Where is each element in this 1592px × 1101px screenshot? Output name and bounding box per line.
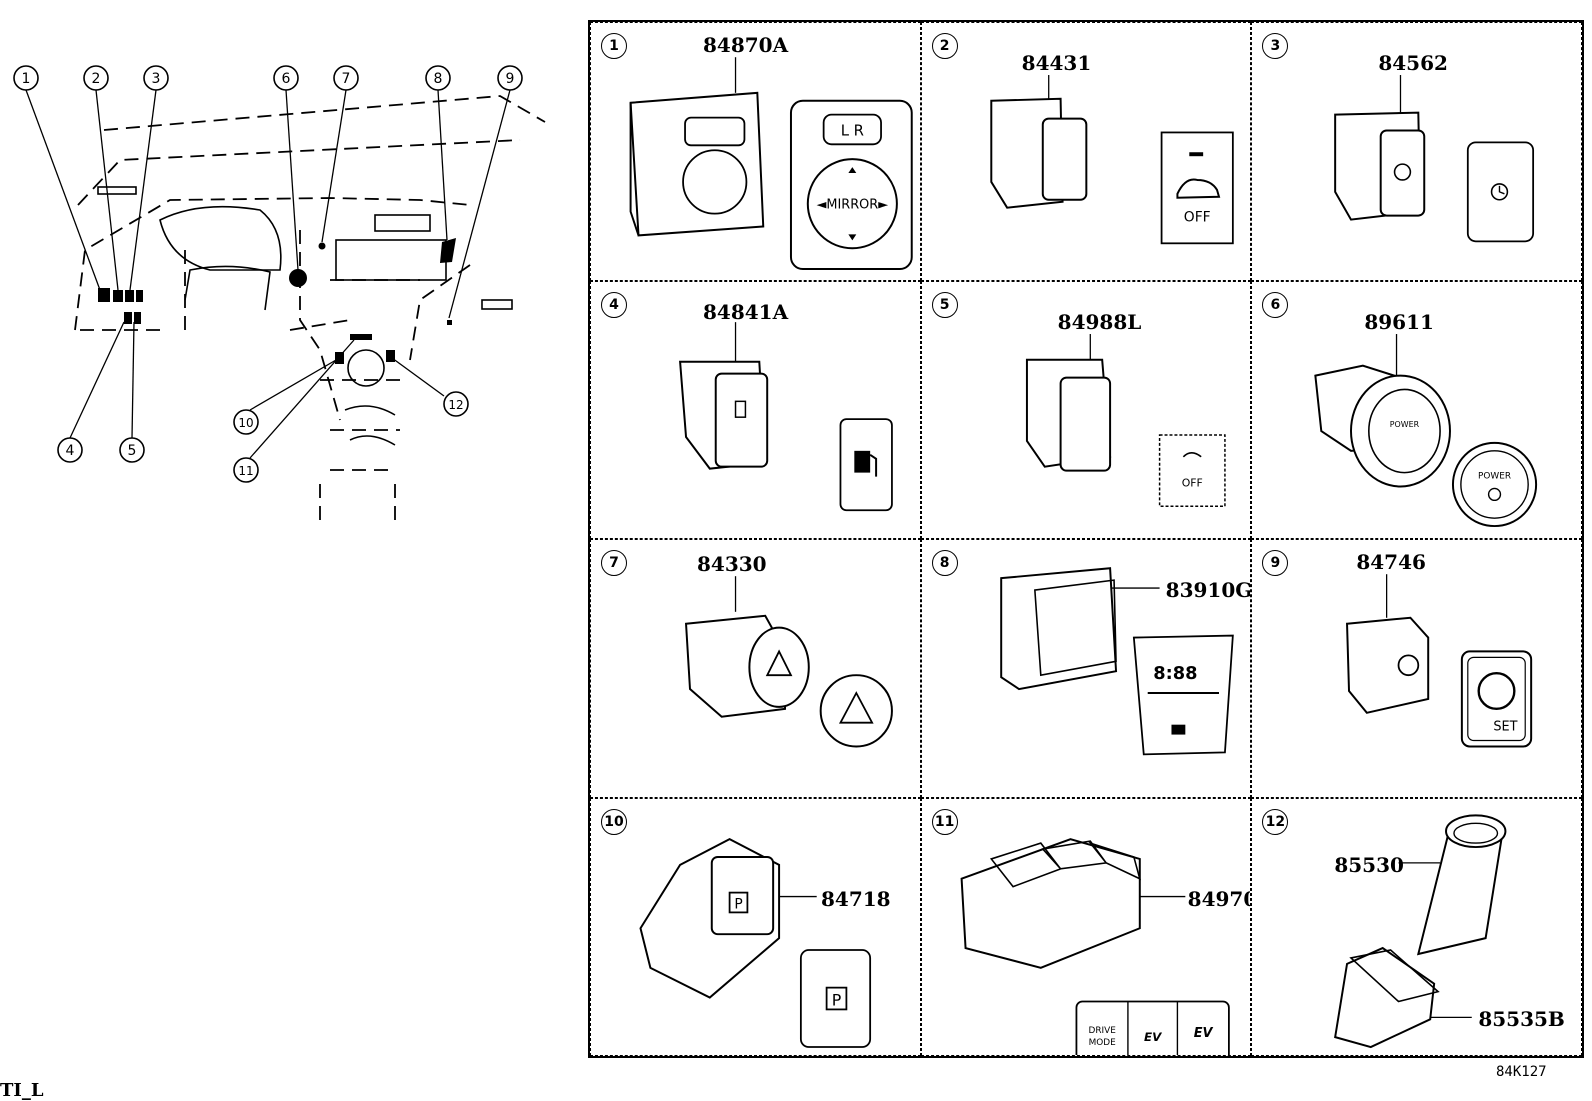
- svg-text:8: 8: [434, 71, 443, 87]
- part-number: 84718: [821, 886, 891, 911]
- dashboard-line-art: [25, 89, 546, 520]
- drive-mode-drawing: DRIVE MODE EV EV: [960, 837, 1230, 1055]
- set-label: SET: [1494, 720, 1518, 735]
- part-number: 84746: [1356, 550, 1426, 574]
- cell-fuel-door-switch: 4 84841A: [590, 280, 921, 539]
- cell-trac-off-switch: 5 84988L OFF: [920, 280, 1252, 539]
- svg-text:11: 11: [238, 464, 253, 478]
- callout-8: 8: [425, 65, 451, 91]
- cell-number: 9: [1262, 550, 1289, 576]
- part-number-socket: 85530: [1334, 852, 1404, 877]
- mirror-switch-drawing: L R ◄MIRROR►: [629, 57, 913, 271]
- figure-code: 84K127: [1496, 1064, 1547, 1080]
- ev-label: EV: [1193, 1026, 1213, 1041]
- svg-text:6: 6: [282, 71, 291, 87]
- callout-1: 1: [13, 65, 39, 91]
- cell-drive-mode-switch: 11 84970 DRIVE MODE EV EV: [920, 797, 1252, 1056]
- cell-number: 5: [931, 291, 958, 318]
- cell-power-switch: 6 89611 POWER POWER: [1251, 280, 1582, 539]
- cell-power-outlet: 12 85530 85535B: [1251, 797, 1582, 1056]
- cell-clock-display: 8 83910G 8:88: [920, 539, 1252, 798]
- cell-number: 7: [601, 550, 627, 576]
- mirror-label: ◄MIRROR►: [817, 198, 889, 213]
- svg-text:2: 2: [92, 71, 101, 87]
- part-number: 89611: [1364, 309, 1434, 334]
- svg-text:1: 1: [22, 71, 31, 87]
- off-label: OFF: [1181, 476, 1202, 489]
- dashboard-overview-diagram: 1 2 3 6 7 8 9 4 5 10 11 12: [0, 0, 560, 540]
- svg-text:7: 7: [342, 71, 351, 87]
- callout-6: 6: [273, 65, 299, 91]
- part-number-cap: 85535B: [1478, 1006, 1565, 1031]
- callout-7: 7: [333, 65, 359, 91]
- cell-set-switch: 9 84746 SET: [1251, 539, 1582, 798]
- parking-switch-drawing: P P: [639, 837, 872, 1048]
- off-label: OFF: [1183, 210, 1210, 226]
- cell-number: 8: [931, 550, 958, 576]
- cell-mirror-switch: 1 84870A L R ◄MIRROR►: [590, 22, 921, 281]
- callout-12: 12: [443, 391, 469, 417]
- part-number: 84988L: [1057, 309, 1142, 334]
- callout-10: 10: [233, 409, 259, 435]
- cell-number: 12: [1262, 808, 1289, 835]
- part-number: 84970: [1187, 886, 1252, 911]
- vsc-switch-drawing: OFF: [989, 75, 1234, 245]
- cell-number: 11: [931, 808, 958, 835]
- drive-label: DRIVE: [1088, 1026, 1116, 1036]
- callout-9: 9: [497, 65, 523, 91]
- p-label: P: [832, 990, 842, 1009]
- set-switch-drawing: SET: [1346, 574, 1533, 748]
- parts-grid: 1 84870A L R ◄MIRROR► 2 84431 OFF: [588, 20, 1584, 1058]
- svg-text:12: 12: [448, 398, 463, 412]
- power-label: POWER: [1478, 471, 1511, 481]
- cell-number: 1: [601, 33, 627, 59]
- hazard-switch-drawing: [684, 576, 893, 748]
- clock-switch-drawing: [1334, 75, 1535, 243]
- power-outlet-drawing: [1334, 813, 1507, 1048]
- cell-number: 10: [601, 808, 627, 835]
- bottom-text-fragment: TI_L: [0, 1080, 44, 1101]
- part-number: 83910G: [1165, 578, 1252, 602]
- callout-5: 5: [119, 437, 145, 463]
- ev-label-eco: EV: [1144, 1030, 1162, 1044]
- cell-number: 3: [1262, 33, 1289, 59]
- trac-switch-drawing: OFF: [1025, 333, 1226, 507]
- svg-text:4: 4: [66, 443, 75, 459]
- display-label: 8:88: [1153, 663, 1197, 684]
- clock-display-drawing: 8:88: [999, 567, 1234, 756]
- svg-text:10: 10: [238, 416, 253, 430]
- power-label-small: POWER: [1390, 420, 1420, 429]
- callout-4: 4: [57, 437, 83, 463]
- cell-vsc-off-switch: 2 84431 OFF: [920, 22, 1252, 281]
- lr-label: L R: [841, 122, 864, 139]
- svg-text:9: 9: [506, 71, 515, 87]
- callout-3: 3: [143, 65, 169, 91]
- cell-hazard-switch: 7 84330: [590, 539, 921, 798]
- overview-callouts: 1 2 3 6 7 8 9 4 5 10 11 12: [13, 65, 523, 483]
- cell-clock-switch: 3 84562: [1251, 22, 1582, 281]
- power-switch-drawing: POWER POWER: [1314, 333, 1538, 527]
- fuel-switch-drawing: [679, 321, 893, 511]
- cell-parking-brake-switch: 10 84718 P P: [590, 797, 921, 1056]
- svg-text:5: 5: [128, 443, 137, 459]
- svg-text:3: 3: [152, 71, 161, 87]
- part-number: 84431: [1021, 51, 1092, 75]
- callout-11: 11: [233, 457, 259, 483]
- part-number: 84330: [697, 552, 767, 576]
- cell-number: 6: [1262, 291, 1289, 318]
- p-label-small: P: [734, 896, 742, 912]
- part-number: 84562: [1378, 51, 1448, 75]
- part-number: 84841A: [703, 299, 789, 324]
- mode-label: MODE: [1088, 1038, 1116, 1048]
- cell-number: 4: [601, 291, 627, 318]
- part-number: 84870A: [703, 33, 789, 57]
- callout-2: 2: [83, 65, 109, 91]
- cell-number: 2: [931, 33, 958, 59]
